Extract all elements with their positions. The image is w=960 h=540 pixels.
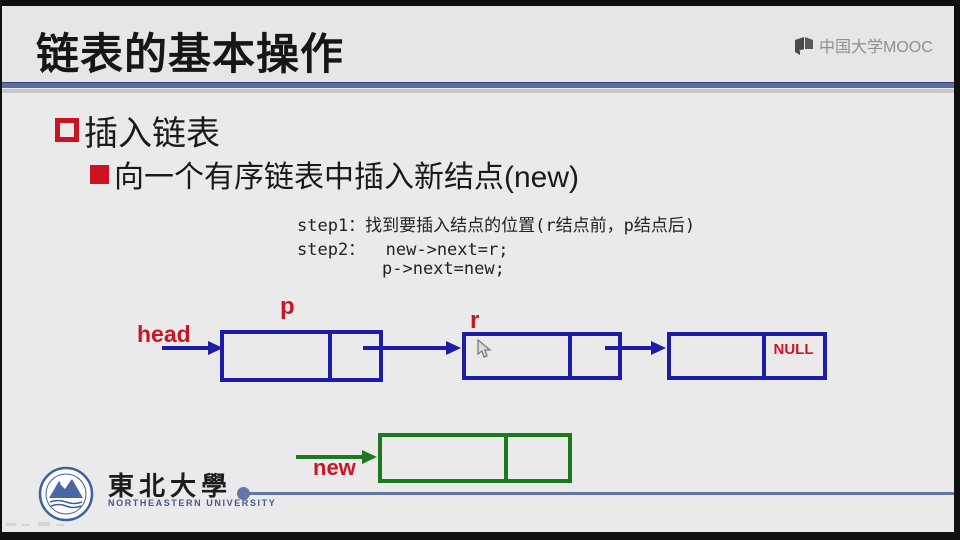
node-r (462, 332, 622, 380)
player-control-mark (56, 524, 64, 526)
university-name-en: NORTHEASTERN UNIVERSITY (108, 498, 277, 508)
level2-bullet-icon (90, 165, 109, 184)
footer-line (246, 492, 954, 495)
bullet-level2: 向一个有序链表中插入新结点(new) (114, 161, 580, 194)
mouse-cursor-icon (477, 339, 492, 358)
head-pointer-label: head (137, 321, 191, 347)
player-control-mark (38, 522, 50, 526)
mooc-logo-icon (795, 37, 813, 55)
bullet-level1: 插入链表 (84, 115, 220, 153)
r-next-arrow (605, 341, 666, 355)
null-pointer-label: NULL (773, 341, 814, 358)
neu-emblem-icon (38, 466, 94, 522)
new-node-label: new (313, 455, 356, 480)
player-control-mark (22, 524, 30, 526)
step2-continued-text: p->next=new; (382, 259, 505, 279)
node-tail (667, 332, 827, 380)
title-underline-shadow (2, 89, 954, 93)
mooc-brand: 中国大学MOOC (793, 33, 933, 57)
slide-background (2, 6, 954, 532)
new-arrow (296, 450, 377, 464)
level1-bullet-icon (55, 118, 79, 142)
university-name-cn: 東北大學 (108, 472, 233, 502)
node-p-divider (328, 334, 332, 378)
title-underline (2, 82, 954, 88)
step1-text: step1：找到要插入结点的位置(r结点前，p结点后) (297, 216, 696, 236)
node-p-label: p (280, 293, 295, 320)
node-new-divider (504, 437, 508, 479)
node-new (378, 433, 572, 483)
head-arrow (162, 341, 223, 355)
p-next-arrow (363, 341, 461, 355)
footer-line-dot (237, 487, 250, 500)
page-title: 链表的基本操作 (36, 31, 344, 79)
step2-text: step2： new->next=r; (297, 240, 509, 260)
node-r-label: r (470, 307, 480, 334)
player-control-mark (6, 523, 16, 526)
node-tail-divider (762, 336, 766, 376)
mooc-brand-label: 中国大学MOOC (819, 39, 933, 56)
node-p (220, 330, 383, 382)
node-r-divider (568, 336, 572, 376)
